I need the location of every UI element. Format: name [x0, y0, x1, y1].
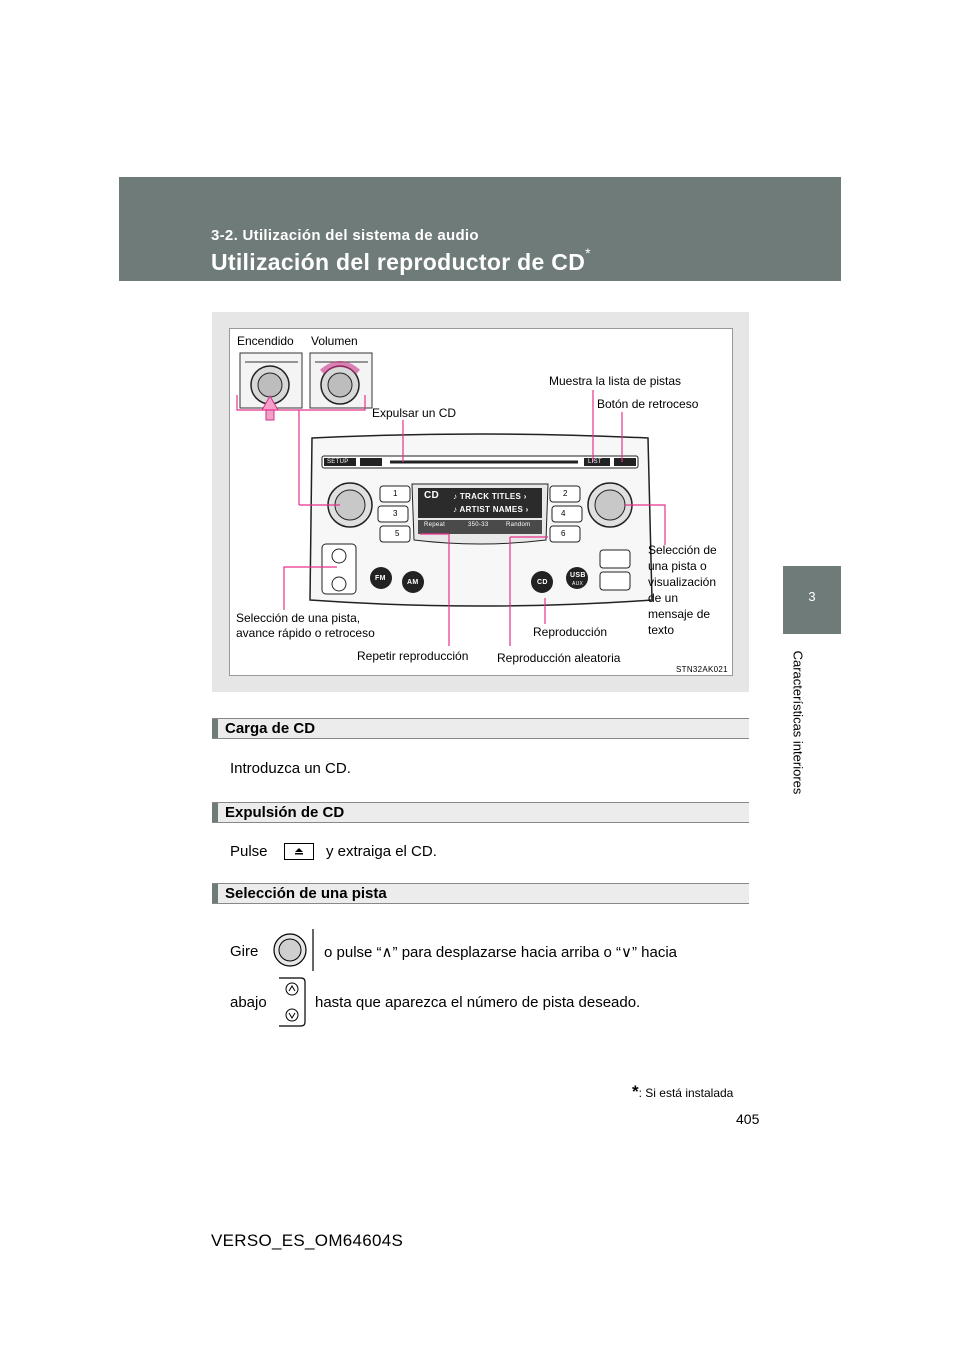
chapter-header: 3-2. Utilización del sistema de audio Ut…	[119, 177, 841, 281]
fm-button: FM	[375, 575, 386, 582]
display-time: 350-33	[468, 522, 489, 528]
label-select-text-6: texto	[648, 623, 675, 637]
section-heading-select: Selección de una pista	[212, 883, 749, 904]
am-button: AM	[407, 579, 419, 586]
figure-code: STN32AK021	[676, 665, 728, 674]
section-eject-text-before: Pulse	[230, 843, 268, 860]
chapter-tab-number: 3	[783, 566, 841, 634]
select-line2-abajo: abajo	[230, 994, 267, 1011]
up-down-button-icon	[279, 977, 306, 1027]
label-seek-1: Selección de una pista,	[236, 611, 361, 625]
preset-5: 5	[395, 529, 400, 538]
section-heading-eject-text: Expulsión de CD	[225, 804, 345, 821]
section-heading-eject: Expulsión de CD	[212, 802, 749, 823]
footnote-text: : Si está instalada	[638, 1086, 734, 1100]
label-seek-2: avance rápido o retroceso	[236, 626, 375, 640]
preset-1: 1	[393, 489, 398, 498]
section-title: 3-2. Utilización del sistema de audio	[211, 227, 479, 244]
label-select-text-3: visualización	[648, 575, 717, 589]
display-line2: ♪ ARTIST NAMES ›	[453, 505, 529, 514]
cd-button: CD	[537, 579, 548, 586]
list-button: LIST	[588, 459, 602, 465]
optional-mark: *	[585, 245, 591, 261]
select-line1-gire: Gire	[230, 943, 259, 960]
label-power: Encendido	[237, 334, 294, 348]
label-back: Botón de retroceso	[597, 397, 699, 411]
footnote: *: Si está instalada	[632, 1082, 733, 1102]
aux-label: AUX	[572, 581, 584, 587]
preset-3: 3	[393, 509, 398, 518]
label-repeat: Repetir reproducción	[357, 649, 469, 663]
section-load-text: Introduzca un CD.	[230, 760, 351, 777]
label-select-text-5: mensaje de	[648, 607, 711, 621]
label-select-text-1: Selección de	[648, 543, 717, 557]
display-repeat: Repeat	[424, 522, 446, 528]
footnote-mark: *	[632, 1082, 639, 1101]
label-track-list: Muestra la lista de pistas	[549, 374, 682, 388]
eject-key-icon	[284, 843, 314, 860]
select-line1-text: o pulse “∧” para desplazarse hacia arrib…	[324, 943, 677, 961]
callout-lines	[236, 390, 666, 646]
usb-button: USB	[570, 572, 586, 579]
volume-knob-inset	[309, 352, 373, 409]
preset-2: 2	[563, 489, 568, 498]
label-select-text-4: de un	[648, 591, 679, 605]
label-volume: Volumen	[311, 334, 358, 348]
display-logo: CD	[424, 490, 440, 501]
select-line1-c: ” para desplazarse hacia arriba o “	[392, 944, 621, 961]
preset-6: 6	[561, 529, 566, 538]
document-id: VERSO_ES_OM64604S	[211, 1231, 404, 1250]
up-symbol: ∧	[381, 944, 393, 961]
radio-faceplate	[309, 433, 653, 607]
down-symbol: ∨	[620, 944, 632, 961]
setup-button: SETUP	[327, 459, 349, 465]
label-eject: Expulsar un CD	[372, 406, 457, 420]
select-line2-text: hasta que aparezca el número de pista de…	[315, 994, 641, 1011]
preset-4: 4	[561, 509, 566, 518]
display-line1: ♪ TRACK TITLES ›	[453, 492, 527, 501]
label-select-text-2: una pista o	[648, 559, 707, 573]
label-play: Reproducción	[533, 625, 608, 639]
page-title-text: Utilización del reproductor de CD	[211, 249, 586, 275]
section-heading-select-text: Selección de una pista	[225, 885, 387, 902]
select-line1-d: ” hacia	[631, 944, 677, 961]
section-heading-load: Carga de CD	[212, 718, 749, 739]
label-random: Reproducción aleatoria	[497, 651, 621, 665]
eject-symbol-icon	[295, 848, 303, 855]
page-title: Utilización del reproductor de CD*	[211, 245, 591, 276]
page-number: 405	[736, 1111, 760, 1127]
knob-icon	[273, 929, 314, 971]
power-knob-inset	[239, 352, 303, 421]
select-line1-b: o pulse “	[324, 944, 382, 961]
section-eject-text-after: y extraiga el CD.	[326, 843, 437, 860]
section-heading-load-text: Carga de CD	[225, 720, 316, 737]
display-random: Random	[506, 522, 531, 528]
